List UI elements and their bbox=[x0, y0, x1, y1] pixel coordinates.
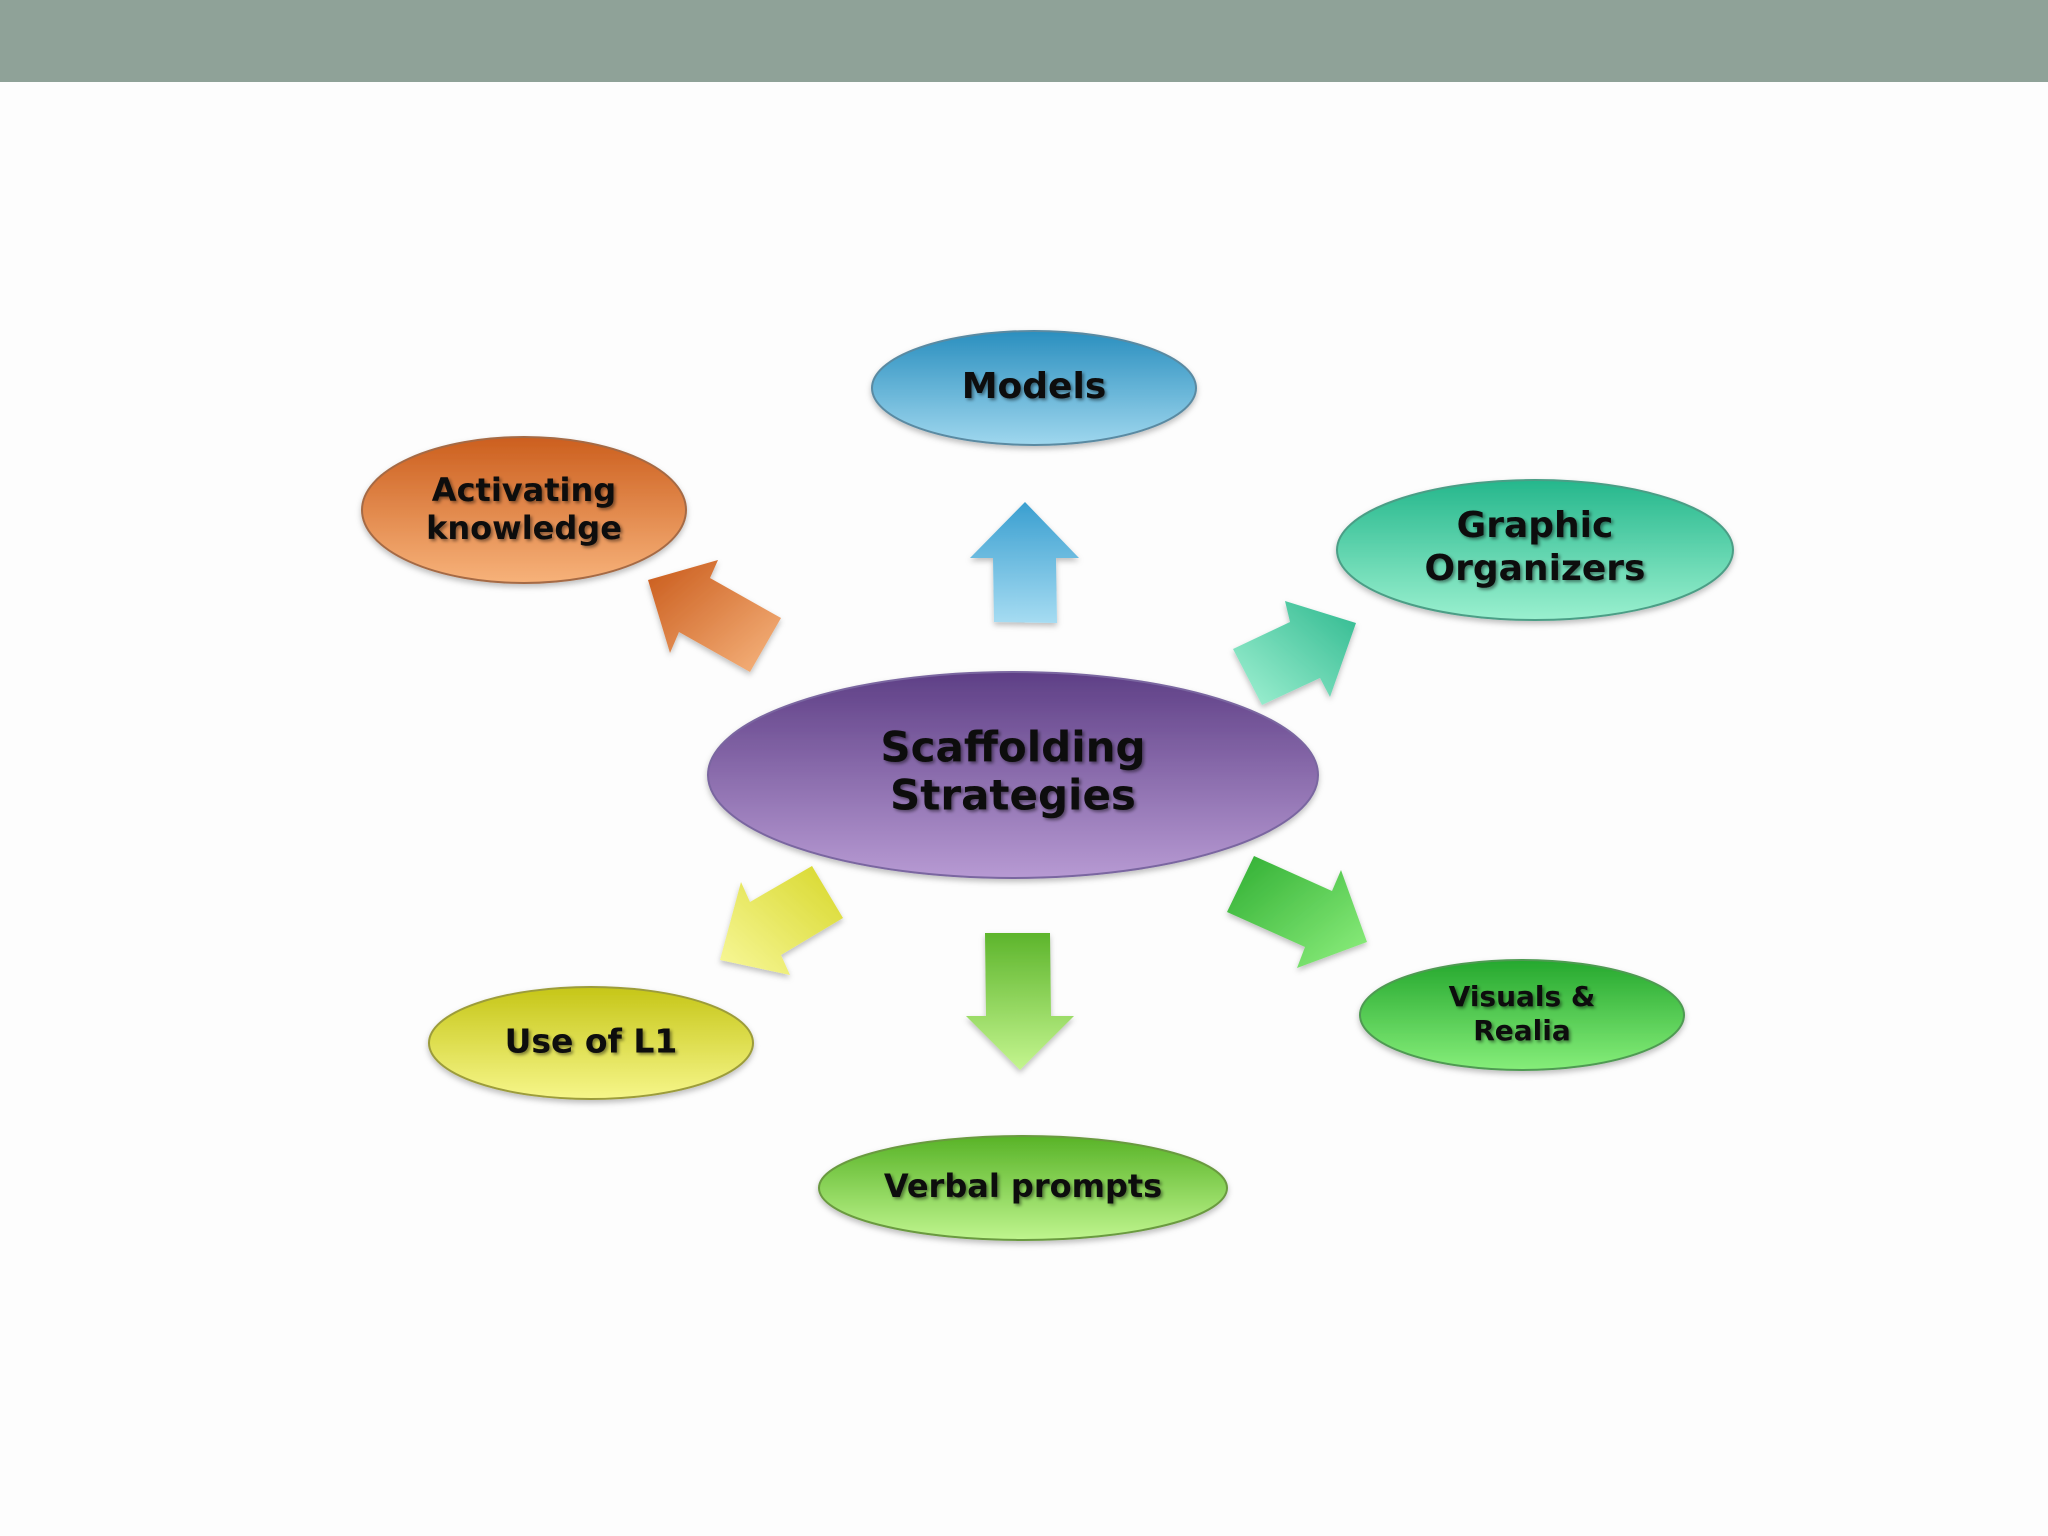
down-left-arrow-icon bbox=[720, 866, 843, 975]
node-visuals-label-line-2: Realia bbox=[1473, 1014, 1571, 1047]
node-use-of-l1: Use of L1 bbox=[428, 986, 754, 1100]
down-right-arrow-icon bbox=[1227, 856, 1367, 968]
up-left-arrow-icon bbox=[648, 560, 781, 672]
node-graphic-label-line-1: Graphic bbox=[1457, 505, 1614, 546]
node-l1-label: Use of L1 bbox=[505, 1022, 678, 1061]
node-activating-label-line-1: Activating bbox=[432, 471, 616, 509]
node-models-label: Models bbox=[962, 366, 1107, 407]
node-activating-label-line-2: knowledge bbox=[426, 509, 622, 547]
node-verbal-label: Verbal prompts bbox=[884, 1167, 1162, 1205]
node-visuals-realia: Visuals & Realia bbox=[1359, 959, 1685, 1071]
center-label-line-1: Scaffolding bbox=[880, 723, 1145, 772]
up-arrow-icon bbox=[970, 502, 1079, 623]
node-graphic-label-line-2: Organizers bbox=[1425, 548, 1646, 589]
node-verbal-prompts: Verbal prompts bbox=[818, 1135, 1228, 1241]
node-activating-knowledge: Activating knowledge bbox=[361, 436, 687, 584]
slide-header-bar bbox=[0, 0, 2048, 82]
node-visuals-label-line-1: Visuals & bbox=[1449, 980, 1596, 1013]
down-arrow-icon bbox=[966, 933, 1074, 1070]
up-right-arrow-icon bbox=[1233, 601, 1356, 705]
node-models: Models bbox=[871, 330, 1197, 446]
node-graphic-organizers: Graphic Organizers bbox=[1336, 479, 1734, 621]
center-label-line-2: Strategies bbox=[890, 771, 1136, 820]
center-node: Scaffolding Strategies bbox=[707, 671, 1319, 879]
